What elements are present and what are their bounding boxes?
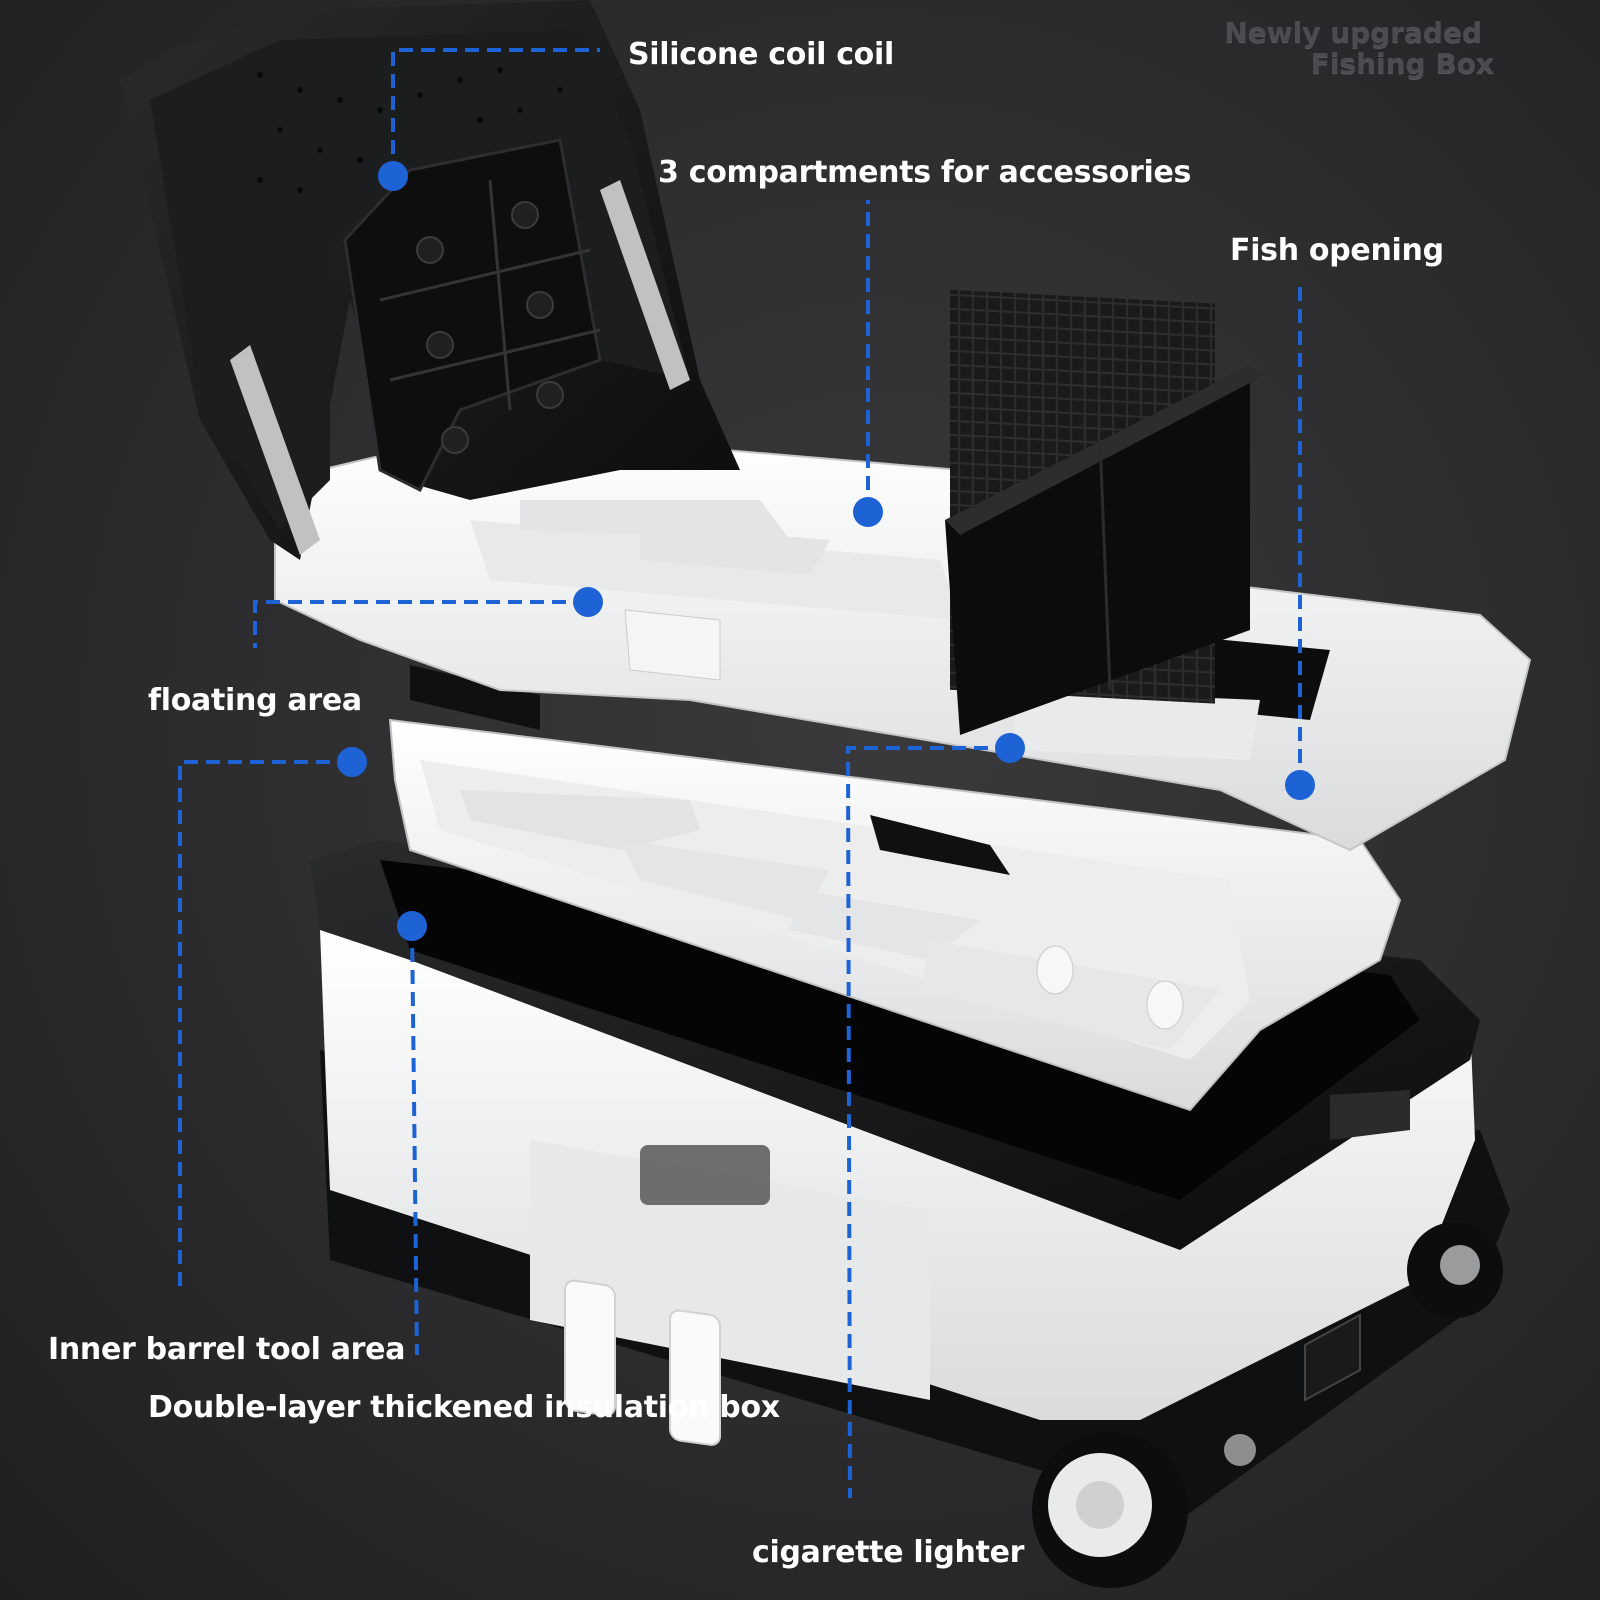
callout-silicone-coil: Silicone coil coil [628, 37, 894, 72]
callout-floating-area: floating area [148, 683, 362, 718]
watermark-line-1: Newly upgraded [1224, 16, 1482, 49]
callout-inner-barrel: Inner barrel tool area [48, 1332, 406, 1367]
callout-dots [337, 161, 1315, 941]
callout-leaders [178, 48, 1302, 1499]
callout-compartments: 3 compartments for accessories [658, 155, 1192, 190]
fish-opening-panel [945, 289, 1265, 735]
middle-tray [388, 665, 1402, 1112]
callout-insulation-box: Double-layer thickened insulation box [148, 1390, 780, 1425]
open-lid [120, 0, 740, 560]
callout-fish-opening: Fish opening [1230, 233, 1444, 268]
callout-cigarette-lighter: cigarette lighter [752, 1535, 1025, 1570]
watermark: Newly upgraded Fishing Box [1224, 16, 1494, 80]
watermark-line-2: Fishing Box [1310, 46, 1494, 80]
